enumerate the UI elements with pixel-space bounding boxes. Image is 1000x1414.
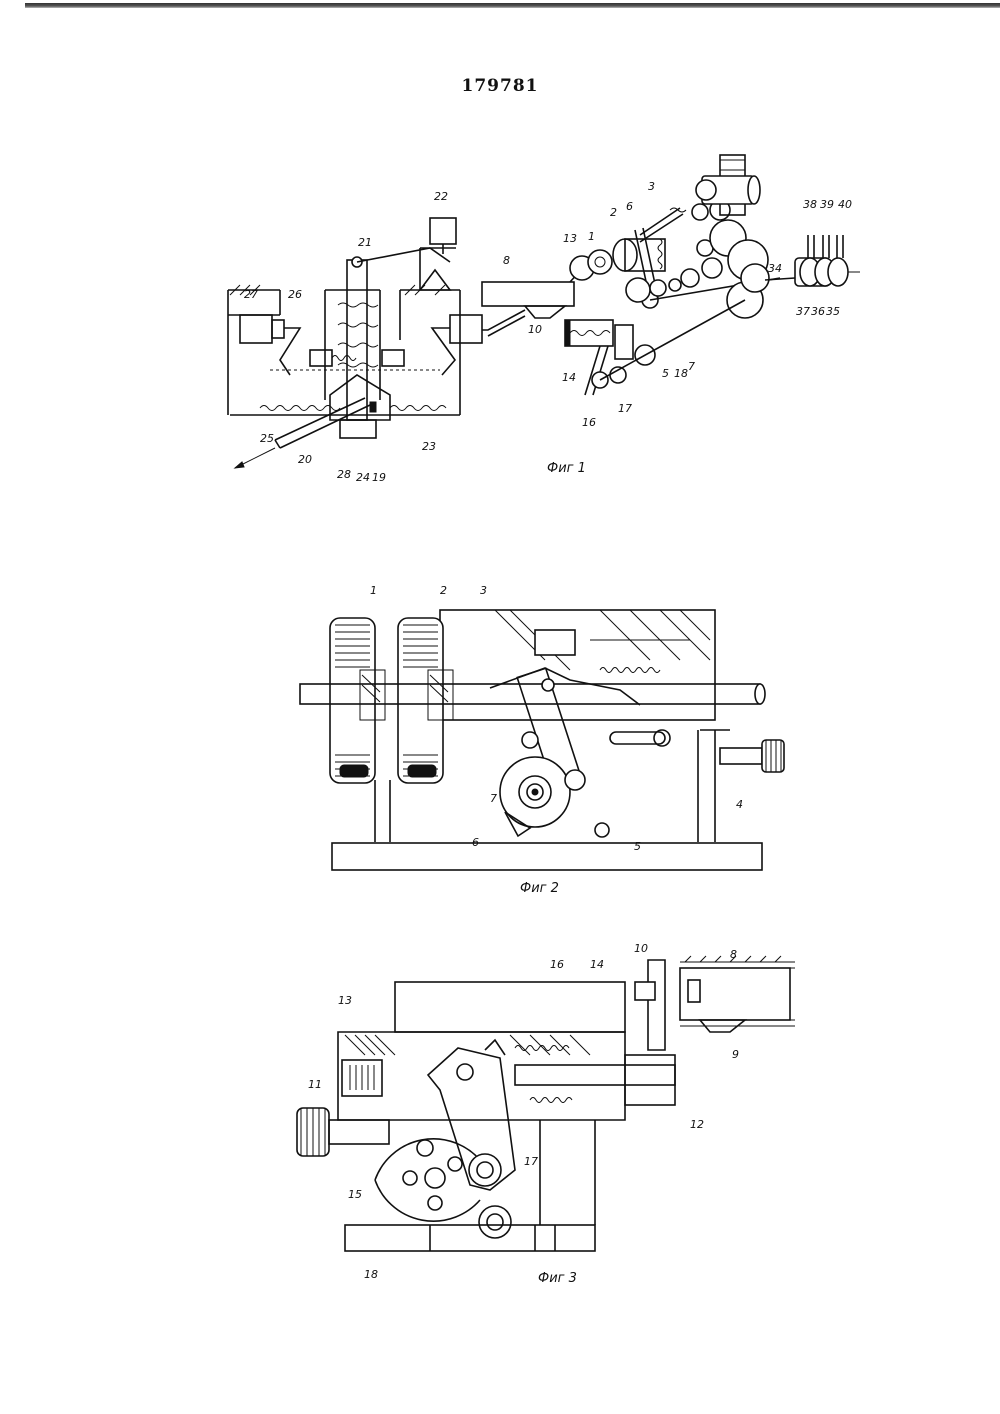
fig1-label-25: 25 (260, 432, 274, 445)
fig2-label-2: 2 (440, 584, 447, 597)
fig1-label-28: 28 (337, 468, 351, 481)
figure-3-drawing: 10 8 13 16 14 11 9 12 17 15 18 Фиг 3 (290, 940, 810, 1290)
fig1-label-8: 8 (503, 254, 510, 267)
fig3-label-9: 9 (732, 1048, 739, 1061)
fig3-caption: Фиг 3 (538, 1271, 577, 1286)
fig1-label-2: 2 (610, 206, 617, 219)
fig3-label-17: 17 (524, 1155, 538, 1168)
fig1-label-34: 34 (768, 262, 782, 275)
fig2-label-5: 5 (634, 840, 641, 853)
fig1-label-21: 21 (358, 236, 372, 249)
fig3-label-16: 16 (550, 958, 564, 971)
fig3-label-12: 12 (690, 1118, 704, 1131)
fig1-label-24: 24 (356, 471, 370, 484)
fig3-label-8: 8 (730, 948, 737, 961)
fig1-label-17: 17 (618, 402, 632, 415)
figure-2-drawing: 1 2 3 7 6 4 5 Фиг 2 (290, 580, 790, 900)
figure-3: 10 8 13 16 14 11 9 12 17 15 18 Фиг 3 (290, 940, 810, 1290)
fig1-label-19: 19 (372, 471, 386, 484)
fig1-label-7: 7 (688, 360, 695, 373)
fig1-label-38: 38 (803, 198, 817, 211)
fig1-label-35: 35 (826, 305, 840, 318)
fig1-label-22: 22 (434, 190, 448, 203)
fig1-label-6: 6 (626, 200, 633, 213)
fig1-label-10: 10 (528, 323, 542, 336)
patent-number: 179781 (0, 76, 1000, 96)
fig1-label-3: 3 (648, 180, 655, 193)
fig1-label-5: 5 (662, 367, 669, 380)
fig3-label-13: 13 (338, 994, 352, 1007)
fig1-label-20: 20 (298, 453, 312, 466)
fig1-label-13: 13 (563, 232, 577, 245)
fig1-label-36: 36 (811, 305, 825, 318)
fig1-label-27: 27 (244, 288, 258, 301)
fig1-label-39: 39 (820, 198, 834, 211)
fig3-label-18: 18 (364, 1268, 378, 1281)
fig2-label-6: 6 (472, 836, 479, 849)
fig2-label-4: 4 (736, 798, 743, 811)
fig1-label-16: 16 (582, 416, 596, 429)
fig2-label-3: 3 (480, 584, 487, 597)
fig1-label-26: 26 (288, 288, 302, 301)
fig3-label-10: 10 (634, 942, 648, 955)
fig1-label-1: 1 (588, 230, 595, 243)
fig1-label-23: 23 (422, 440, 436, 453)
fig3-label-15: 15 (348, 1188, 362, 1201)
figure-1: 22 21 27 26 25 20 28 24 19 23 8 13 1 2 6… (220, 150, 870, 490)
fig3-label-11: 11 (308, 1078, 322, 1091)
fig2-label-1: 1 (370, 584, 377, 597)
fig2-caption: Фиг 2 (520, 881, 559, 896)
fig1-label-37: 37 (796, 305, 810, 318)
figure-2: 1 2 3 7 6 4 5 Фиг 2 (290, 580, 790, 900)
fig1-label-14: 14 (562, 371, 576, 384)
fig2-label-7: 7 (490, 792, 497, 805)
fig1-label-40: 40 (838, 198, 852, 211)
fig1-caption: Фиг 1 (547, 461, 586, 476)
fig3-label-14: 14 (590, 958, 604, 971)
top-edge-rule (25, 3, 1000, 8)
figure-1-drawing: 22 21 27 26 25 20 28 24 19 23 8 13 1 2 6… (220, 150, 870, 490)
fig1-label-18: 18 (674, 367, 688, 380)
